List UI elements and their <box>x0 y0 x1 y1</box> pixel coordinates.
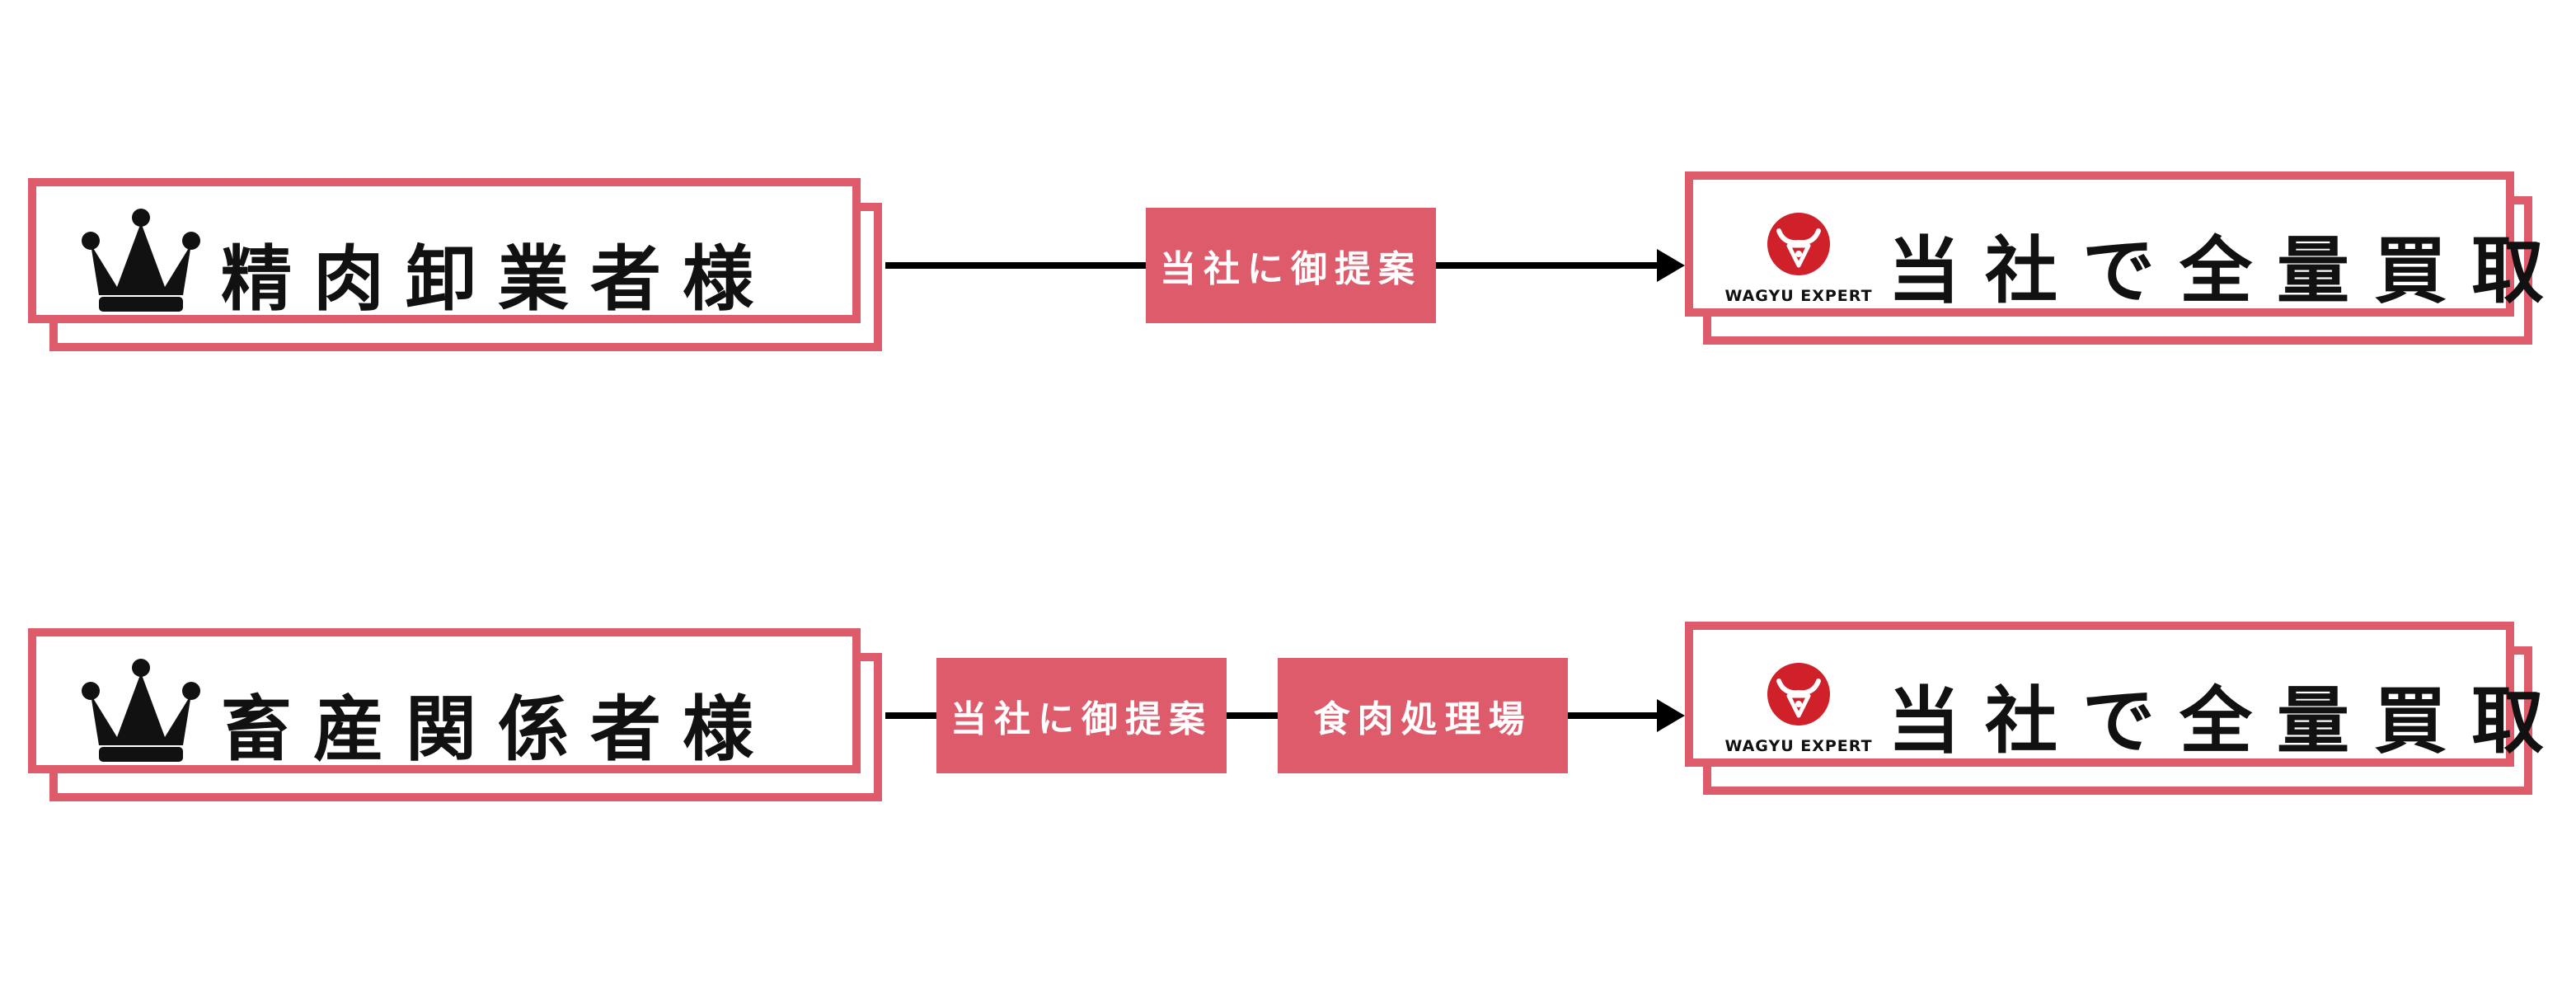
source-label: 畜産関係者様 <box>221 688 775 771</box>
bull-icon <box>1767 663 1830 726</box>
connector-line <box>1568 712 1667 719</box>
logo-text: WAGYU EXPERT <box>1724 287 1873 305</box>
step-tag: 当社に御提案 <box>936 658 1227 773</box>
bull-icon <box>1767 213 1830 275</box>
crown-icon <box>82 209 200 312</box>
connector-line <box>1436 262 1667 269</box>
connector-line <box>885 262 1146 269</box>
step-tag: 食肉処理場 <box>1278 658 1568 773</box>
arrowhead <box>1657 249 1685 282</box>
step-tag: 当社に御提案 <box>1146 208 1436 323</box>
connector-line <box>885 712 936 719</box>
wagyu-expert-logo: WAGYU EXPERT <box>1716 656 1881 755</box>
target-label: 当社で全量買取 <box>1888 679 2569 763</box>
source-label: 精肉卸業者様 <box>221 238 775 321</box>
target-label: 当社で全量買取 <box>1888 228 2569 313</box>
logo-text: WAGYU EXPERT <box>1724 737 1873 755</box>
connector-line <box>1227 712 1278 719</box>
arrowhead <box>1657 699 1685 732</box>
crown-icon <box>82 659 200 762</box>
wagyu-expert-logo: WAGYU EXPERT <box>1716 206 1881 305</box>
